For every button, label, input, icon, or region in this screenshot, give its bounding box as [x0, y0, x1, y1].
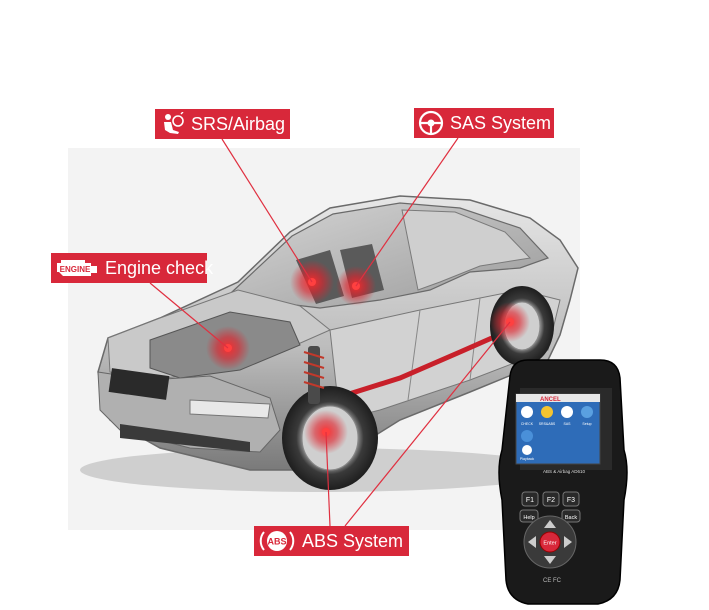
abs-warning-icon: ABS: [258, 528, 296, 554]
engine-icon-text: ENGINE: [60, 265, 91, 274]
sas-system-label: SAS System: [414, 108, 554, 138]
engine-label-text: Engine check: [105, 257, 214, 278]
srs-label-text: SRS/Airbag: [191, 113, 286, 134]
sas-label-text: SAS System: [450, 112, 552, 133]
airbag-person-icon: [159, 112, 185, 136]
engine-warning-icon: ENGINE: [55, 257, 99, 279]
srs-airbag-label: SRS/Airbag: [155, 109, 290, 139]
engine-check-label: ENGINE Engine check: [51, 253, 213, 283]
abs-label-text: ABS System: [302, 530, 404, 551]
abs-icon-text: ABS: [267, 537, 286, 547]
steering-wheel-icon: [418, 110, 444, 136]
callout-lines: [149, 137, 511, 527]
abs-system-label: ABS ABS System: [254, 526, 409, 556]
